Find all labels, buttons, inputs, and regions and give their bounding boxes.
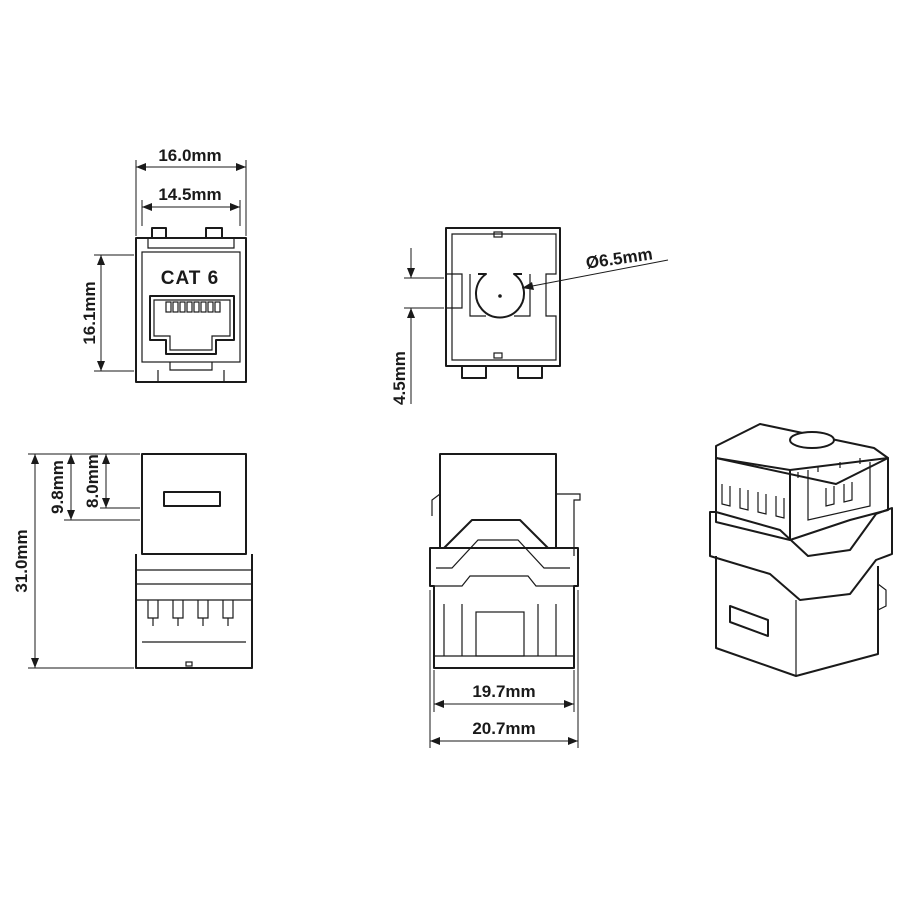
dim-front-width-inner (141, 200, 241, 226)
side-view-bottom-mark (185, 661, 193, 667)
dim-front-width-inner-label: 14.5mm (158, 185, 221, 204)
dim-hole-diameter-leader (521, 259, 669, 290)
iso-idc-terminals (721, 482, 853, 519)
dim-side-tab-height-label: 8.0mm (83, 454, 102, 508)
dim-hole-diameter-label: Ø6.5mm (585, 244, 654, 272)
front-view: CAT 6 16.0mm (80, 146, 247, 383)
front-view-body (135, 237, 247, 383)
iso-cable-hole (789, 431, 835, 449)
top-view-notch-bottom (493, 352, 503, 359)
back-view-ribs (443, 604, 557, 656)
front-view-inner-frame (141, 251, 241, 363)
top-view-body (445, 227, 561, 367)
side-view: 31.0mm 9.8mm 8.0mm (12, 453, 253, 669)
top-view-notch-top (493, 231, 503, 238)
iso-side-latch (729, 605, 769, 637)
cable-hole (475, 273, 525, 319)
iso-lower-body (715, 556, 879, 677)
top-view-slot (446, 273, 463, 309)
dim-side-total-height (28, 453, 140, 669)
front-view-latch (169, 362, 213, 371)
cable-hole-center (498, 294, 502, 298)
dim-front-width-outer-label: 16.0mm (158, 146, 221, 165)
top-view: Ø6.5mm 4.5mm (390, 227, 669, 405)
back-view-side-clips (431, 493, 581, 556)
iso-side-clip (877, 583, 887, 611)
back-view-mid-contour (434, 575, 574, 587)
dim-back-width-outer (429, 590, 579, 748)
back-view-cable-opening (475, 611, 525, 657)
front-view-feet (157, 370, 225, 382)
dim-slot-height (404, 248, 444, 404)
dim-back-width-inner (433, 670, 575, 712)
dim-side-tab-offset (64, 454, 140, 521)
rj45-opening (149, 295, 235, 355)
dim-side-tab-offset-label: 9.8mm (48, 460, 67, 514)
back-view: 19.7mm 20.7mm (429, 453, 581, 748)
iso-wing-band (709, 507, 893, 601)
side-view-upper-body (141, 453, 247, 555)
top-view-feet (461, 366, 543, 379)
cat6-label: CAT 6 (161, 268, 219, 289)
side-view-idc-slots (147, 600, 234, 626)
iso-top-ticks (797, 458, 861, 478)
front-view-top-tabs (151, 227, 223, 238)
back-view-wing-contour (436, 539, 570, 569)
dim-front-height (94, 254, 134, 372)
dim-side-total-height-label: 31.0mm (12, 529, 31, 592)
dim-back-width-outer-label: 20.7mm (472, 719, 535, 738)
isometric-view (709, 423, 893, 677)
side-view-latch-tab (163, 491, 221, 507)
side-view-lower-body (135, 554, 253, 669)
front-view-top-lip (147, 238, 235, 249)
dim-slot-height-label: 4.5mm (390, 351, 409, 405)
dim-front-height-label: 16.1mm (80, 281, 99, 344)
top-view-inner-outline (451, 233, 557, 361)
dim-back-width-inner-label: 19.7mm (472, 682, 535, 701)
iso-jack-opening (807, 462, 871, 521)
dim-side-tab-height (100, 454, 140, 509)
rj45-opening-inner (153, 299, 231, 351)
rj45-contacts (165, 301, 221, 313)
dim-front-width-outer (135, 160, 247, 236)
